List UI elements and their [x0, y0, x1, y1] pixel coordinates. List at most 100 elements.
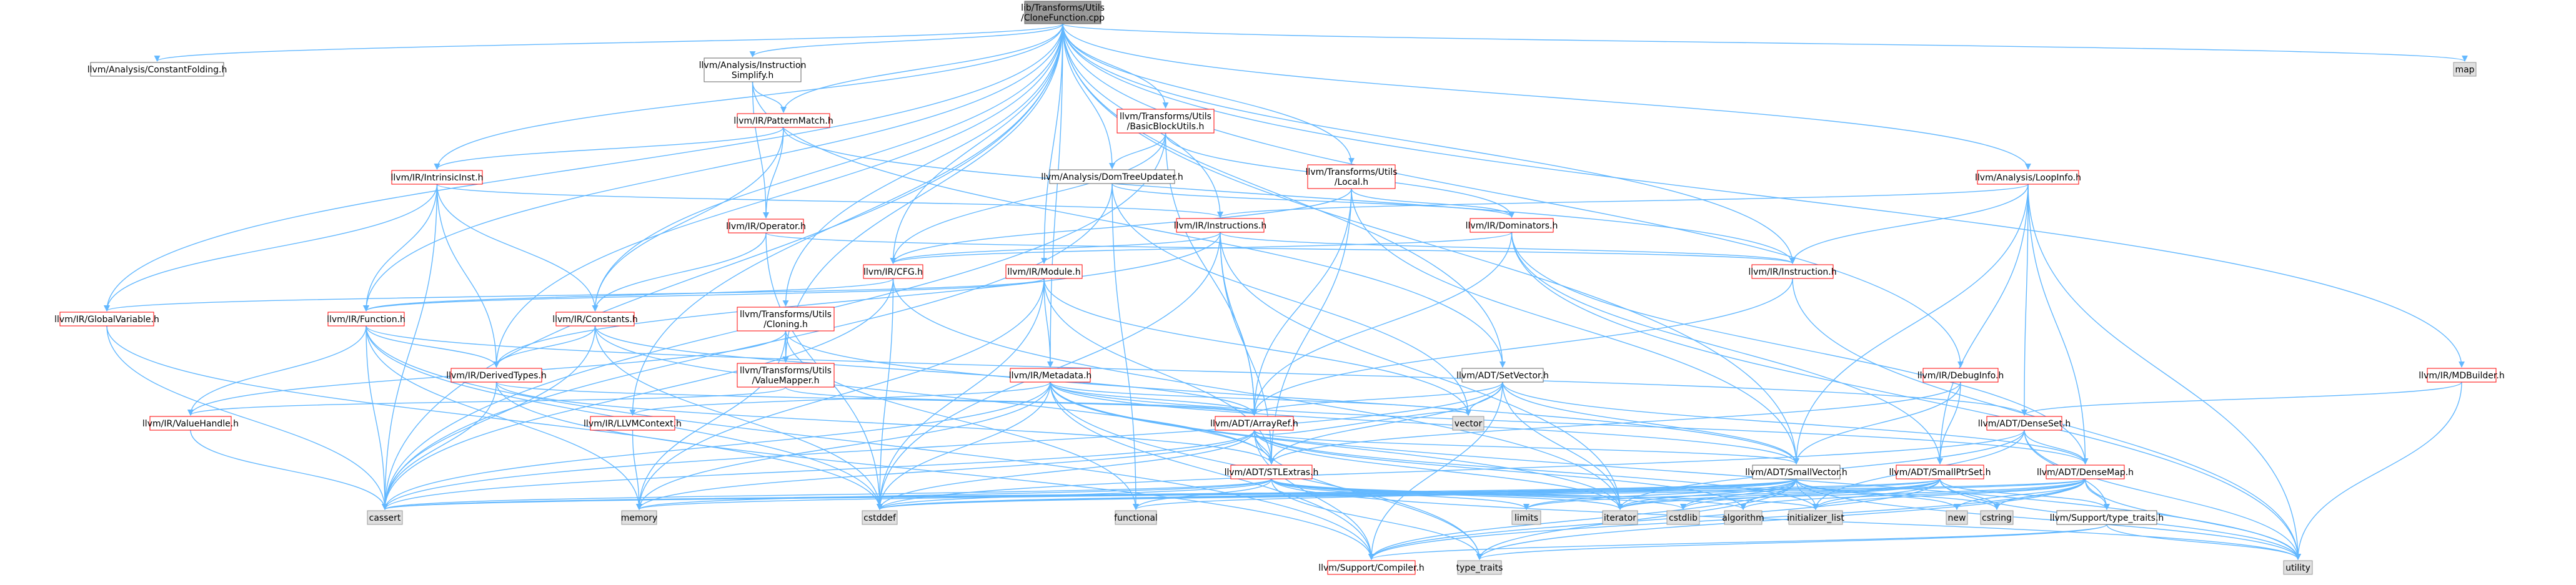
node-box-setvector — [1461, 368, 1544, 383]
node-function[interactable]: llvm/IR/Function.h — [327, 312, 405, 327]
node-box-instructions — [1176, 218, 1265, 233]
node-cstring: cstring — [1980, 510, 2014, 525]
node-label-constants-0: llvm/IR/Constants.h — [552, 315, 638, 325]
node-box-instsimp — [704, 57, 802, 82]
edge-denseset-to-utility — [2024, 430, 2301, 560]
node-derived[interactable]: llvm/IR/DerivedTypes.h — [446, 368, 547, 383]
node-instruction[interactable]: llvm/IR/Instruction.h — [1748, 264, 1837, 279]
node-label-mdbuilder-0: llvm/IR/MDBuilder.h — [2419, 371, 2504, 381]
node-box-operator — [728, 219, 804, 234]
node-arrayref[interactable]: llvm/ADT/ArrayRef.h — [1210, 416, 1298, 431]
edge-mdbuilder-to-denseset — [2021, 381, 2462, 416]
node-domtree[interactable]: llvm/Analysis/DomTreeUpdater.h — [1041, 169, 1183, 184]
node-label-cassert-0: cassert — [369, 513, 401, 523]
node-label-debuginfo-0: llvm/IR/DebugInfo.h — [1917, 371, 2004, 381]
node-valuemapper[interactable]: llvm/Transforms/Utils/ValueMapper.h — [737, 363, 835, 388]
edge-module-to-memory — [636, 278, 1045, 510]
node-typetraits_h[interactable]: llvm/Support/type_traits.h — [2050, 510, 2164, 525]
edge-root-to-debuginfo — [1062, 23, 1964, 368]
edge-local-to-stlextras — [1268, 188, 1352, 465]
node-box-dominators — [1470, 218, 1554, 233]
edge-patmatch-to-constants — [592, 127, 784, 312]
node-smallvector[interactable]: llvm/ADT/SmallVector.h — [1745, 465, 1847, 479]
edge-arrayref-to-smallvector — [1253, 430, 1799, 465]
edge-root-to-patmatch — [780, 23, 1063, 113]
node-label-functional-0: functional — [1114, 513, 1158, 523]
node-box-valuehandle — [149, 416, 232, 431]
edge-instsimp-to-patmatch — [752, 81, 787, 113]
node-local[interactable]: llvm/Transforms/Utils/Local.h — [1306, 164, 1398, 189]
node-box-cfold — [90, 62, 224, 77]
node-globalvar[interactable]: llvm/IR/GlobalVariable.h — [54, 312, 159, 327]
edge-densemap-to-initlist — [1813, 478, 2086, 510]
node-box-compiler — [1327, 560, 1416, 575]
node-box-function — [327, 312, 405, 327]
edge-intrinsic-to-function — [363, 184, 438, 312]
node-box-stlextras — [1230, 465, 1313, 479]
edge-globalvar-to-cassert — [106, 325, 388, 510]
node-label-cfold-0: llvm/Analysis/ConstantFolding.h — [87, 65, 227, 75]
node-instructions[interactable]: llvm/IR/Instructions.h — [1174, 218, 1267, 233]
node-valuehandle[interactable]: llvm/IR/ValueHandle.h — [142, 416, 239, 431]
node-box-smallvector — [1752, 465, 1841, 479]
node-compiler[interactable]: llvm/Support/Compiler.h — [1318, 560, 1425, 575]
edge-metadata-to-cassert — [382, 381, 1051, 510]
edge-domtree-to-vector — [1111, 183, 1471, 416]
node-box-smallptrset — [1896, 465, 1984, 479]
node-cassert: cassert — [367, 510, 403, 525]
node-label-stlextras-0: llvm/ADT/STLExtras.h — [1225, 468, 1319, 478]
node-operator[interactable]: llvm/IR/Operator.h — [726, 219, 806, 234]
node-metadata[interactable]: llvm/IR/Metadata.h — [1009, 368, 1092, 383]
node-denseset[interactable]: llvm/ADT/DenseSet.h — [1978, 416, 2071, 431]
edge-smallvector-to-limits — [1523, 478, 1797, 510]
edge-root-to-instsimp — [749, 23, 1063, 57]
node-densemap[interactable]: llvm/ADT/DenseMap.h — [2037, 465, 2134, 479]
node-constants[interactable]: llvm/IR/Constants.h — [552, 312, 638, 327]
edge-debuginfo-to-smallvector — [1793, 381, 1961, 465]
node-cfold[interactable]: llvm/Analysis/ConstantFolding.h — [87, 62, 227, 77]
node-box-arrayref — [1215, 416, 1294, 431]
node-cloning[interactable]: llvm/Transforms/Utils/Cloning.h — [737, 307, 835, 332]
node-debuginfo[interactable]: llvm/IR/DebugInfo.h — [1917, 368, 2004, 383]
edge-metadata-to-vector — [1050, 381, 1471, 416]
edge-densemap-to-type_traits — [1476, 478, 2086, 560]
node-box-map — [2453, 62, 2477, 77]
edge-root-to-local — [1062, 23, 1355, 164]
node-box-metadata — [1010, 368, 1091, 383]
node-smallptrset[interactable]: llvm/ADT/SmallPtrSet.h — [1889, 465, 1991, 479]
edge-arrayref-to-cassert — [382, 430, 1255, 510]
node-box-local — [1307, 164, 1396, 189]
node-label-instructions-0: llvm/IR/Instructions.h — [1174, 221, 1267, 231]
node-label-dominators-0: llvm/IR/Dominators.h — [1466, 221, 1558, 231]
node-box-algorithm — [1724, 510, 1763, 525]
edge-smallptrset-to-cstdlib — [1680, 478, 1941, 510]
edge-root-to-module — [1041, 23, 1063, 264]
node-bbutils[interactable]: llvm/Transforms/Utils/BasicBlockUtils.h — [1116, 109, 1215, 134]
node-loopinfo[interactable]: llvm/Analysis/LoopInfo.h — [1975, 170, 2081, 185]
node-label-map-0: map — [2455, 65, 2474, 75]
node-intrinsic[interactable]: llvm/IR/IntrinsicInst.h — [391, 170, 484, 185]
node-dominators[interactable]: llvm/IR/Dominators.h — [1466, 218, 1558, 233]
node-llvmcontext[interactable]: llvm/IR/LLVMContext.h — [584, 416, 682, 431]
node-setvector[interactable]: llvm/ADT/SetVector.h — [1456, 368, 1549, 383]
edge-metadata-to-densemap — [1050, 381, 2089, 465]
node-new: new — [1946, 510, 1968, 525]
edge-function-to-memory — [366, 325, 642, 510]
edge-arrayref-to-cstddef — [877, 430, 1255, 510]
edge-intrinsic-to-instructions — [436, 184, 1223, 218]
node-label-instsimp-1: Simplify.h — [732, 71, 773, 81]
edge-loopinfo-to-utility — [2027, 184, 2301, 560]
node-cfg[interactable]: llvm/IR/CFG.h — [863, 264, 923, 279]
node-stlextras[interactable]: llvm/ADT/STLExtras.h — [1225, 465, 1319, 479]
edge-setvector-to-arrayref — [1251, 381, 1503, 416]
node-box-mdbuilder — [2427, 368, 2497, 383]
node-label-metadata-0: llvm/IR/Metadata.h — [1009, 371, 1092, 381]
edge-loopinfo-to-densemap — [2027, 184, 2089, 465]
node-root[interactable]: lib/Transforms/Utils/CloneFunction.cpp — [1021, 1, 1105, 24]
node-module[interactable]: llvm/IR/Module.h — [1005, 264, 1083, 279]
edge-cloning-to-smallvector — [785, 330, 1799, 465]
node-patmatch[interactable]: llvm/IR/PatternMatch.h — [734, 113, 833, 128]
node-mdbuilder[interactable]: llvm/IR/MDBuilder.h — [2419, 368, 2505, 383]
node-utility: utility — [2283, 560, 2313, 575]
